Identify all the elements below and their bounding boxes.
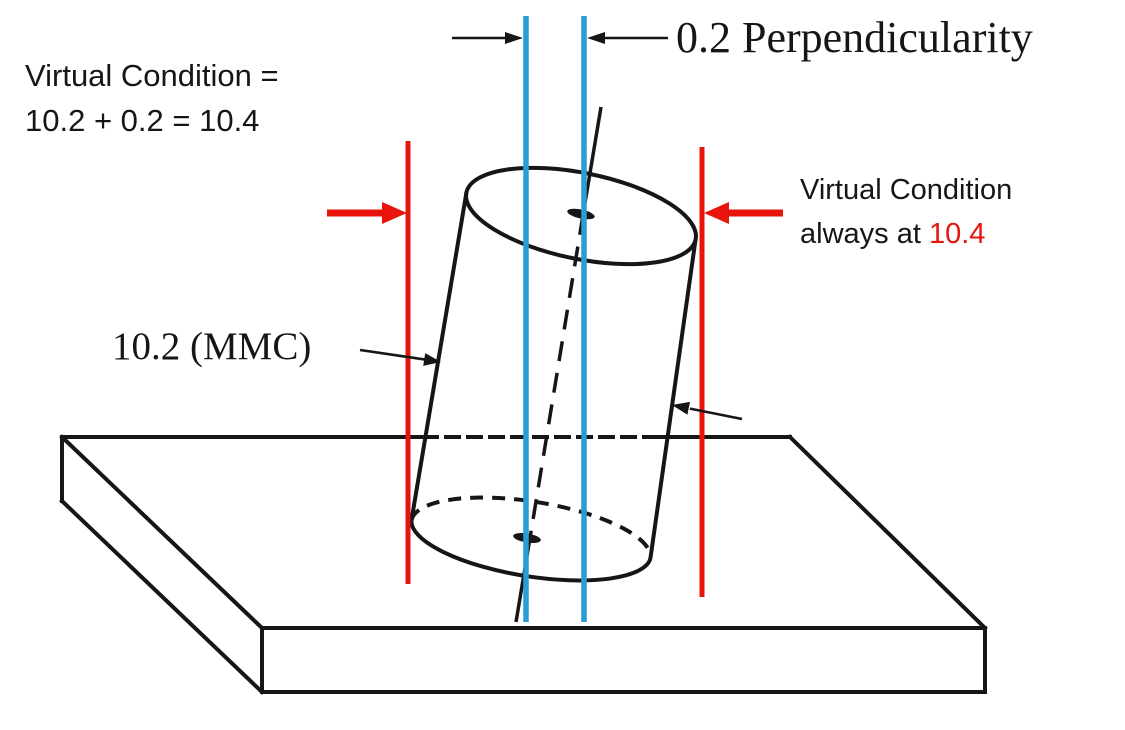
virtual-condition-note-line1: Virtual Condition [800,174,1013,206]
virtual-condition-formula-line1: Virtual Condition = [25,58,279,93]
virtual-condition-note-value: 10.4 [928,218,986,250]
plate-left-slant-edge [59,434,265,631]
perpendicularity-callout: 0.2 Perpendicularity [676,13,1033,62]
virtual-condition-note-line2: always at 10.4 [800,212,1012,256]
cylinder [409,165,698,583]
virtual-condition-note-prefix: always at [800,218,929,250]
red-arrow-right-icon [704,202,729,224]
tolerance-zone [523,16,587,622]
axis-hidden-segment [528,214,585,539]
top-center-mark [567,208,595,220]
virtual-condition-formula: Virtual Condition = 10.2 + 0.2 = 10.4 [25,53,279,143]
plate-right-slant-edge [787,434,988,631]
cylinder-bottom-front-edge [409,519,653,583]
plate-lower-left-slant-edge [59,498,265,695]
surface-leader-arrow-icon [672,401,690,415]
cylinder-axis [513,106,603,623]
base-plate [59,434,988,695]
tolerance-arrow-left-icon [505,32,523,44]
tolerance-arrow-right-icon [587,32,605,44]
surface-leader-shaft [689,407,743,421]
mmc-callout: 10.2 (MMC) [112,325,312,368]
virtual-condition-note: Virtual Condition always at 10.4 [800,168,1012,256]
cylinder-left-edge [409,192,469,521]
virtual-condition-boundary [327,141,783,597]
virtual-condition-formula-line2: 10.2 + 0.2 = 10.4 [25,103,260,138]
cylinder-bottom-hidden-edge [409,495,653,559]
red-arrow-left-icon [382,202,407,224]
cylinder-right-edge [648,239,698,559]
mmc-leader-shaft [359,348,427,361]
mmc-leader-arrow-icon [423,353,441,366]
annotation-arrows [359,32,743,421]
